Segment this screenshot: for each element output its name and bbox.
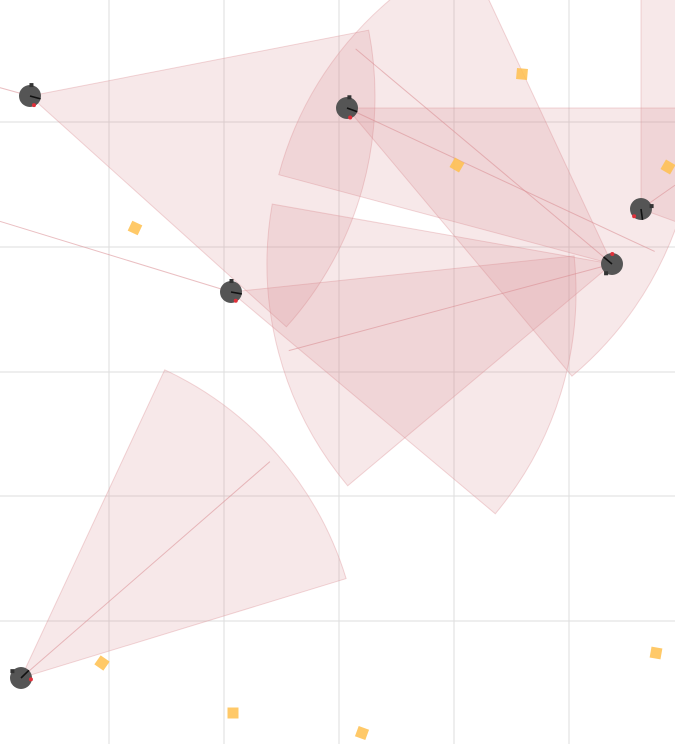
robot-heading-indicator [20,669,30,679]
target-marker [94,655,110,671]
fov-wedge [345,107,675,377]
target-marker [354,725,370,741]
robot-wheel [604,271,609,276]
fov-wedge [266,203,614,487]
robot-sensor-marker [28,677,33,682]
robot-wheel [29,83,34,88]
target-marker [660,159,675,175]
fov-center-ray [0,87,31,97]
robot-heading-indicator [603,256,613,265]
robot-3[interactable] [220,279,242,303]
fov-center-ray [346,107,655,252]
robot-2[interactable] [336,95,358,120]
robot-sensor-marker [233,298,238,303]
fov-wedge [20,369,347,679]
fov-wedge [229,255,577,515]
fov-center-ray [20,461,271,679]
robot-wheel [229,279,234,284]
robot-7[interactable] [10,667,33,689]
fov-wedge [278,0,613,265]
robot-layer [10,83,654,689]
robot-heading-indicator [230,291,242,295]
target-layer [94,68,675,741]
fov-wedge [28,29,376,328]
target-marker [227,707,239,719]
robot-sensor-marker [348,115,353,120]
robot-sensor-marker [632,214,637,219]
robot-wheel [649,204,654,209]
target-marker [516,68,528,80]
field-of-view-layer [0,0,675,679]
robot-heading-indicator [640,208,644,221]
robot-4[interactable] [601,252,623,276]
fov-center-ray [0,220,232,293]
robot-heading-indicator [346,107,358,113]
fov-center-ray [355,48,613,265]
robot-1[interactable] [19,83,41,108]
target-marker [449,157,465,173]
fov-center-ray [640,184,675,210]
robot-heading-indicator [29,95,41,100]
robot-sensor-marker [610,252,615,257]
fov-center-ray [288,263,613,352]
target-marker [649,646,663,660]
robot-sensor-marker [31,103,36,108]
robot-wheel [10,669,15,674]
robot-6[interactable] [630,198,654,221]
robot-wheel [347,95,352,100]
target-marker [127,220,143,236]
